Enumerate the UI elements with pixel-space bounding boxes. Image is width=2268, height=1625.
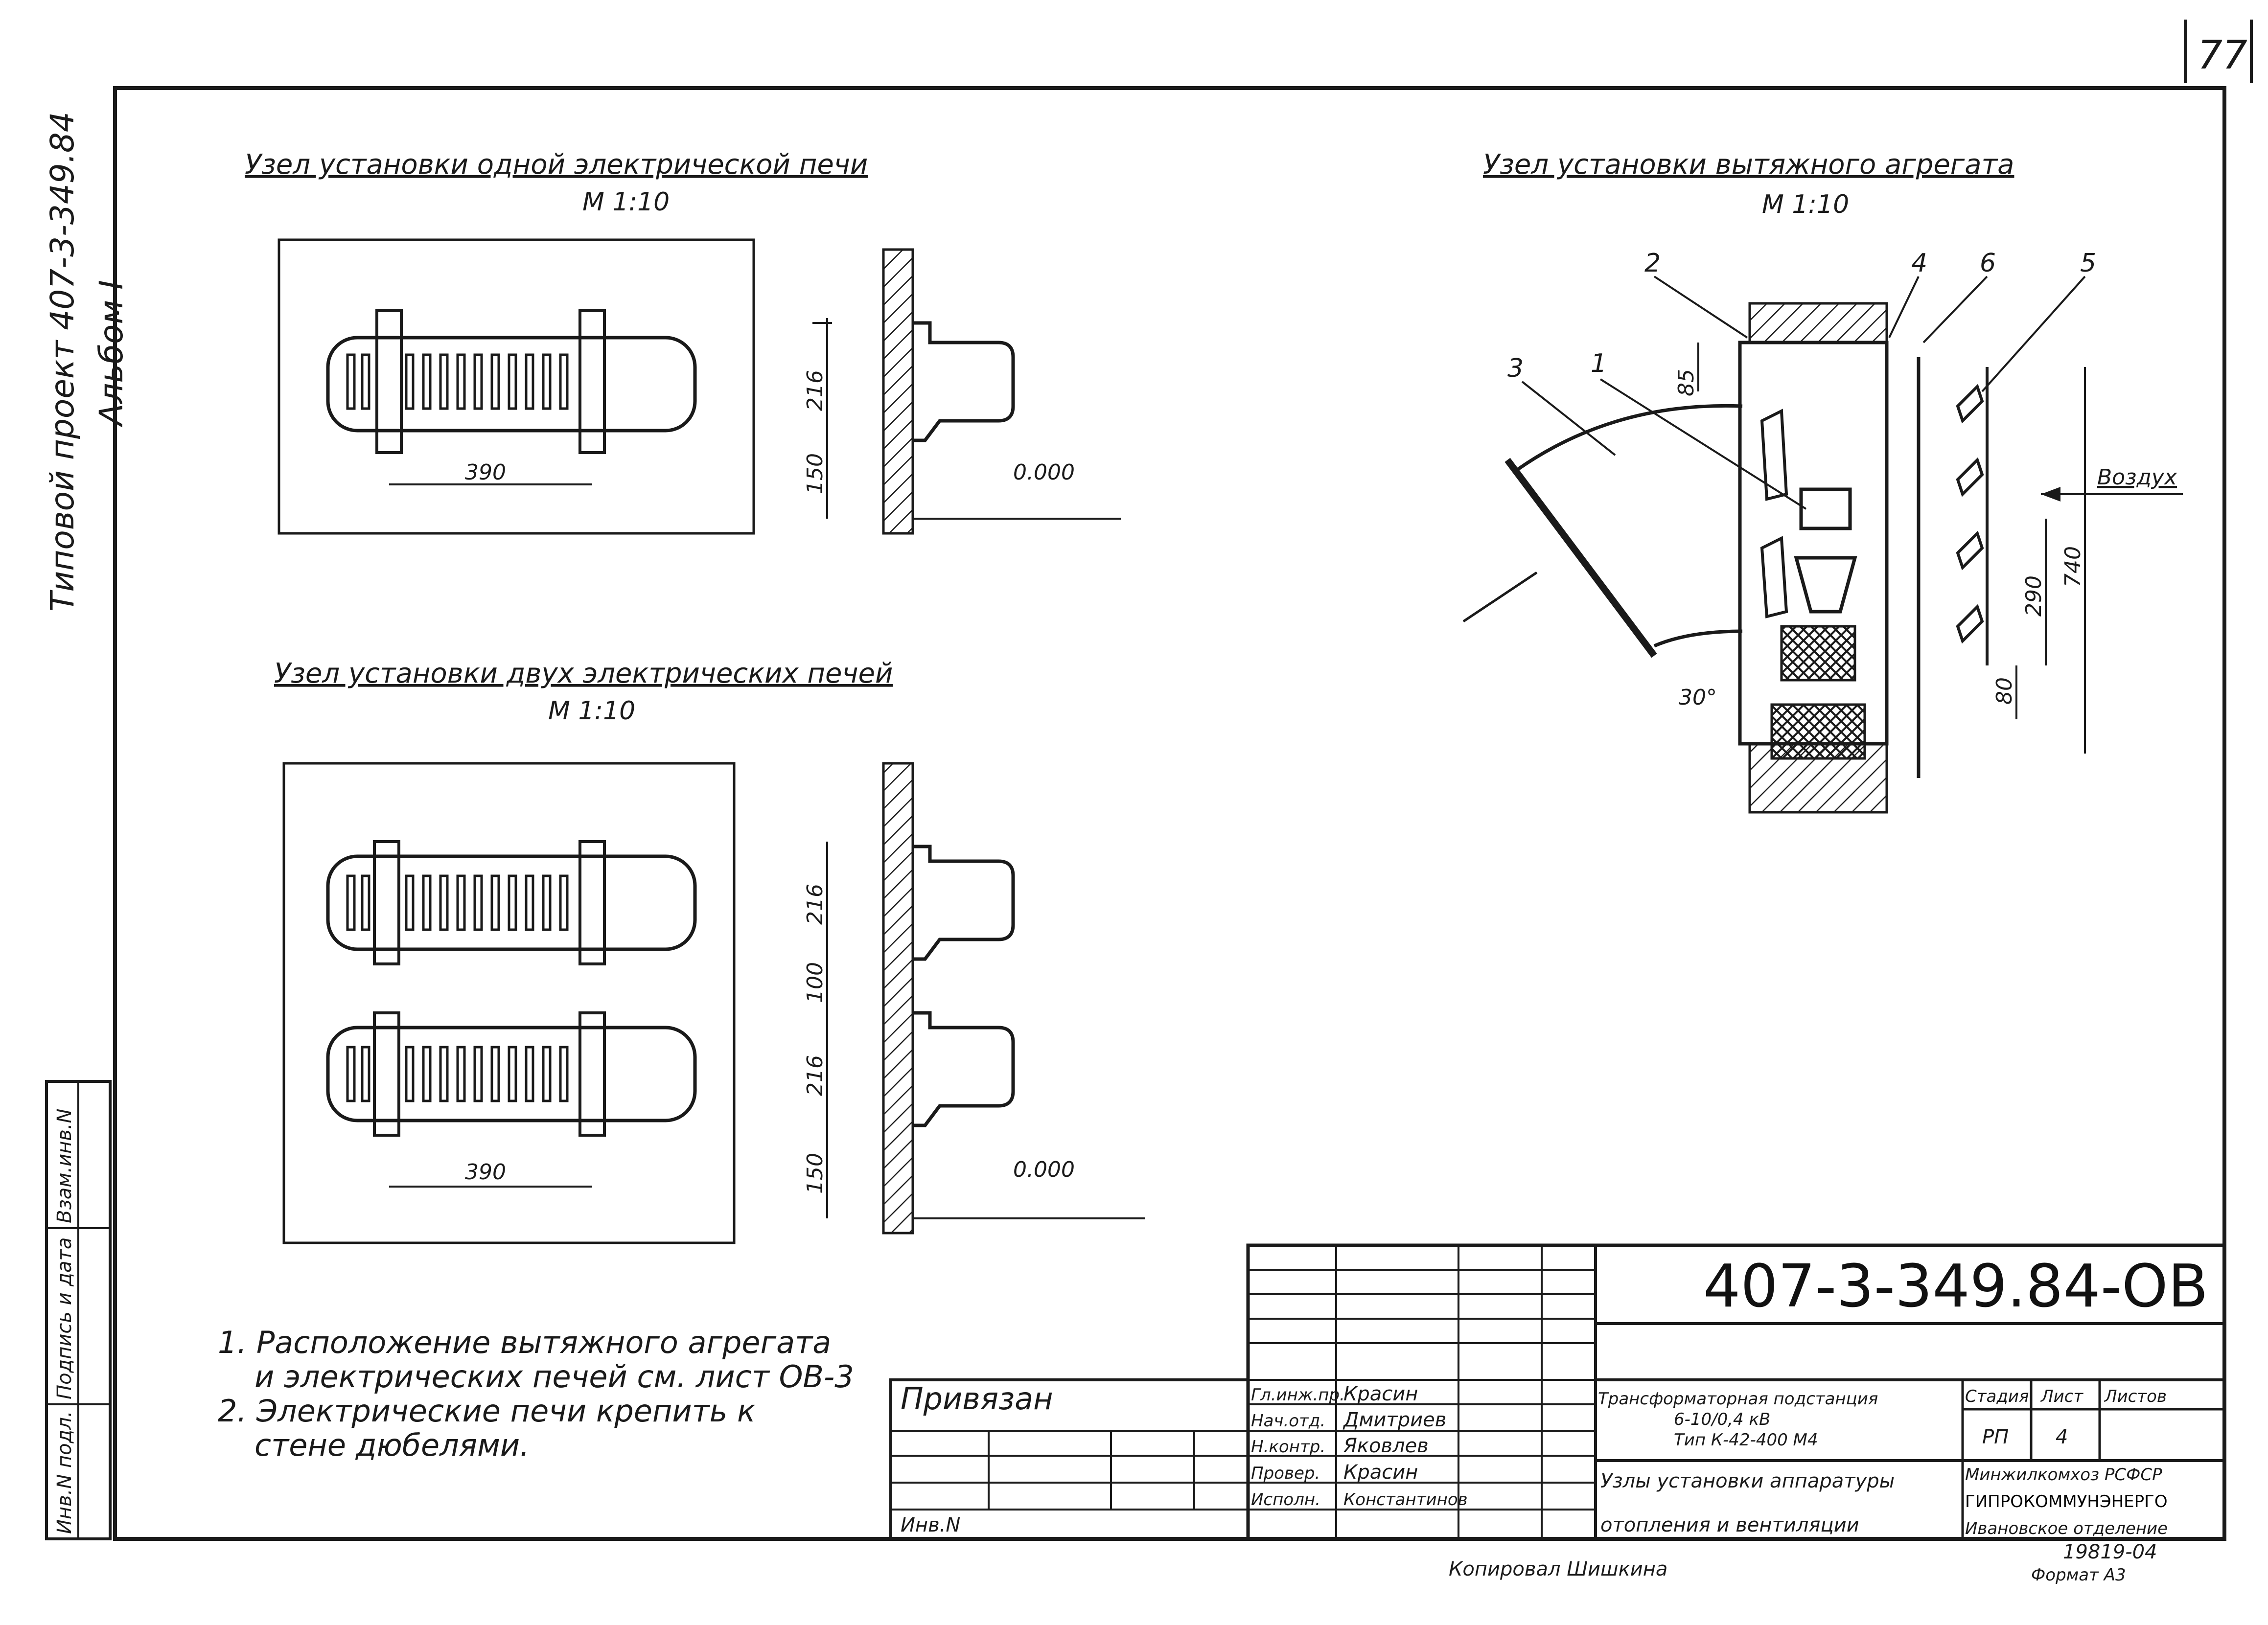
drawing-frame bbox=[113, 86, 2226, 1541]
drawing3-scale: М 1:10 bbox=[1762, 190, 1849, 219]
drawing-one-heater: Узел установки одной электрической печи … bbox=[245, 149, 1121, 535]
tb-inv-n: Инв.N bbox=[901, 1514, 960, 1536]
strip-vzam-inv: Взам.инв.N bbox=[53, 1109, 76, 1223]
tb-name-0: Красин bbox=[1343, 1383, 1418, 1405]
callout-3: 3 bbox=[1507, 354, 1524, 383]
drawing2-title: Узел установки двух электрических печей bbox=[274, 658, 893, 689]
tb-privyazan: Привязан bbox=[901, 1381, 1053, 1417]
drawing1-dim-width: 390 bbox=[465, 460, 506, 485]
drawing3-title: Узел установки вытяжного агрегата bbox=[1483, 149, 2014, 181]
drawing3-air: Воздух bbox=[2097, 465, 2177, 490]
notes: 1. Расположение вытяжного агрегата и эле… bbox=[218, 1325, 854, 1463]
tb-role-3: Провер. bbox=[1251, 1464, 1320, 1483]
tb-name-2: Яковлев bbox=[1343, 1435, 1429, 1457]
page-number: 77 bbox=[2198, 32, 2247, 78]
note-2b: стене дюбелями. bbox=[255, 1427, 530, 1463]
tb-stage-label: Стадия bbox=[1965, 1387, 2029, 1406]
grille-slots-1 bbox=[346, 353, 569, 410]
drawing2-scale: М 1:10 bbox=[548, 696, 635, 726]
callout-1: 1 bbox=[1591, 349, 1607, 378]
drawing2-dim-150: 150 bbox=[803, 1153, 828, 1194]
drawing-number: 19819-04 bbox=[2063, 1541, 2157, 1563]
drawing1-level: 0.000 bbox=[1013, 460, 1075, 485]
side-project: Типовой проект 407-3-349.84 bbox=[44, 112, 81, 612]
drawing1-dim-150: 150 bbox=[803, 453, 828, 494]
callout-2: 2 bbox=[1644, 249, 1661, 278]
drawing3-dim-740: 740 bbox=[2060, 546, 2085, 587]
tb-name-1: Дмитриев bbox=[1342, 1409, 1446, 1431]
drawing1-scale: М 1:10 bbox=[582, 187, 670, 217]
tb-object-0: Трансформаторная подстанция bbox=[1598, 1389, 1878, 1409]
note-1: 1. Расположение вытяжного агрегата bbox=[218, 1325, 831, 1360]
note-2: 2. Электрические печи крепить к bbox=[218, 1393, 756, 1429]
tb-name-3: Красин bbox=[1343, 1461, 1418, 1484]
drawing3-dim-290: 290 bbox=[2021, 575, 2046, 617]
drawing2-dim-216a: 216 bbox=[803, 884, 828, 925]
drawing2-dim-width: 390 bbox=[465, 1160, 506, 1185]
drawing2-dim-216b: 216 bbox=[803, 1055, 828, 1096]
tb-code: 407-3-349.84-ОВ bbox=[1703, 1253, 2208, 1321]
tb-sheets-label: Листов bbox=[2104, 1387, 2167, 1406]
tb-role-0: Гл.инж.пр. bbox=[1251, 1385, 1345, 1405]
tb-role-2: Н.контр. bbox=[1251, 1437, 1325, 1457]
drawing1-dim-216: 216 bbox=[803, 370, 828, 411]
title-block: Привязан Инв.N Гл.инж.пр. Нач.отд. Н.кон… bbox=[889, 1243, 2226, 1541]
page-number-box: 77 bbox=[2184, 20, 2253, 83]
drawing3-dim-80: 80 bbox=[1992, 677, 2017, 705]
tb-role-4: Исполн. bbox=[1251, 1490, 1320, 1510]
tb-name-4: Константинов bbox=[1343, 1490, 1468, 1510]
tb-object-2: Тип К-42-400 М4 bbox=[1674, 1430, 1818, 1450]
strip-inv-podl: Инв.N подл. bbox=[53, 1411, 76, 1534]
tb-org-1: ГИПРОКОММУНЭНЕРГО bbox=[1965, 1492, 2168, 1511]
side-album: Альбом I bbox=[93, 280, 130, 428]
tb-org-2: Ивановское отделение bbox=[1965, 1519, 2168, 1538]
drawing3-dim-85: 85 bbox=[1674, 369, 1699, 396]
drawing2-dim-100: 100 bbox=[803, 962, 828, 1003]
drawing1-title: Узел установки одной электрической печи bbox=[245, 149, 868, 181]
callout-4: 4 bbox=[1911, 249, 1927, 278]
tb-sheet-label: Лист bbox=[2040, 1387, 2083, 1406]
strip-podpis-data: Подпись и дата bbox=[53, 1237, 76, 1399]
tb-stage: РП bbox=[1982, 1426, 2009, 1448]
callout-6: 6 bbox=[1980, 249, 1996, 278]
drawing3-angle: 30° bbox=[1679, 685, 1717, 710]
callout-5: 5 bbox=[2080, 249, 2096, 278]
tb-org-0: Минжилкомхоз РСФСР bbox=[1965, 1465, 2162, 1485]
sheet-format: Формат А3 bbox=[2031, 1565, 2126, 1585]
side-label: Типовой проект 407-3-349.84 Альбом I bbox=[44, 112, 130, 612]
tb-sheet-title-0: Узлы установки аппаратуры bbox=[1600, 1470, 1895, 1492]
note-1b: и электрических печей см. лист ОВ-3 bbox=[255, 1359, 854, 1395]
tb-object-1: 6-10/0,4 кВ bbox=[1674, 1410, 1770, 1429]
tb-role-1: Нач.отд. bbox=[1251, 1411, 1325, 1431]
left-strip: Инв.N подл. Подпись и дата Взам.инв.N bbox=[45, 1080, 112, 1540]
copied-by: Копировал Шишкина bbox=[1449, 1558, 1667, 1580]
drawing-exhaust-unit: Узел установки вытяжного агрегата М 1:10 bbox=[1462, 149, 2183, 814]
tb-sheet-title-1: отопления и вентиляции bbox=[1600, 1514, 1859, 1536]
drawing2-level: 0.000 bbox=[1013, 1157, 1075, 1182]
tb-sheet: 4 bbox=[2056, 1426, 2068, 1448]
drawing-two-heaters: Узел установки двух электрических печей … bbox=[274, 658, 1145, 1244]
